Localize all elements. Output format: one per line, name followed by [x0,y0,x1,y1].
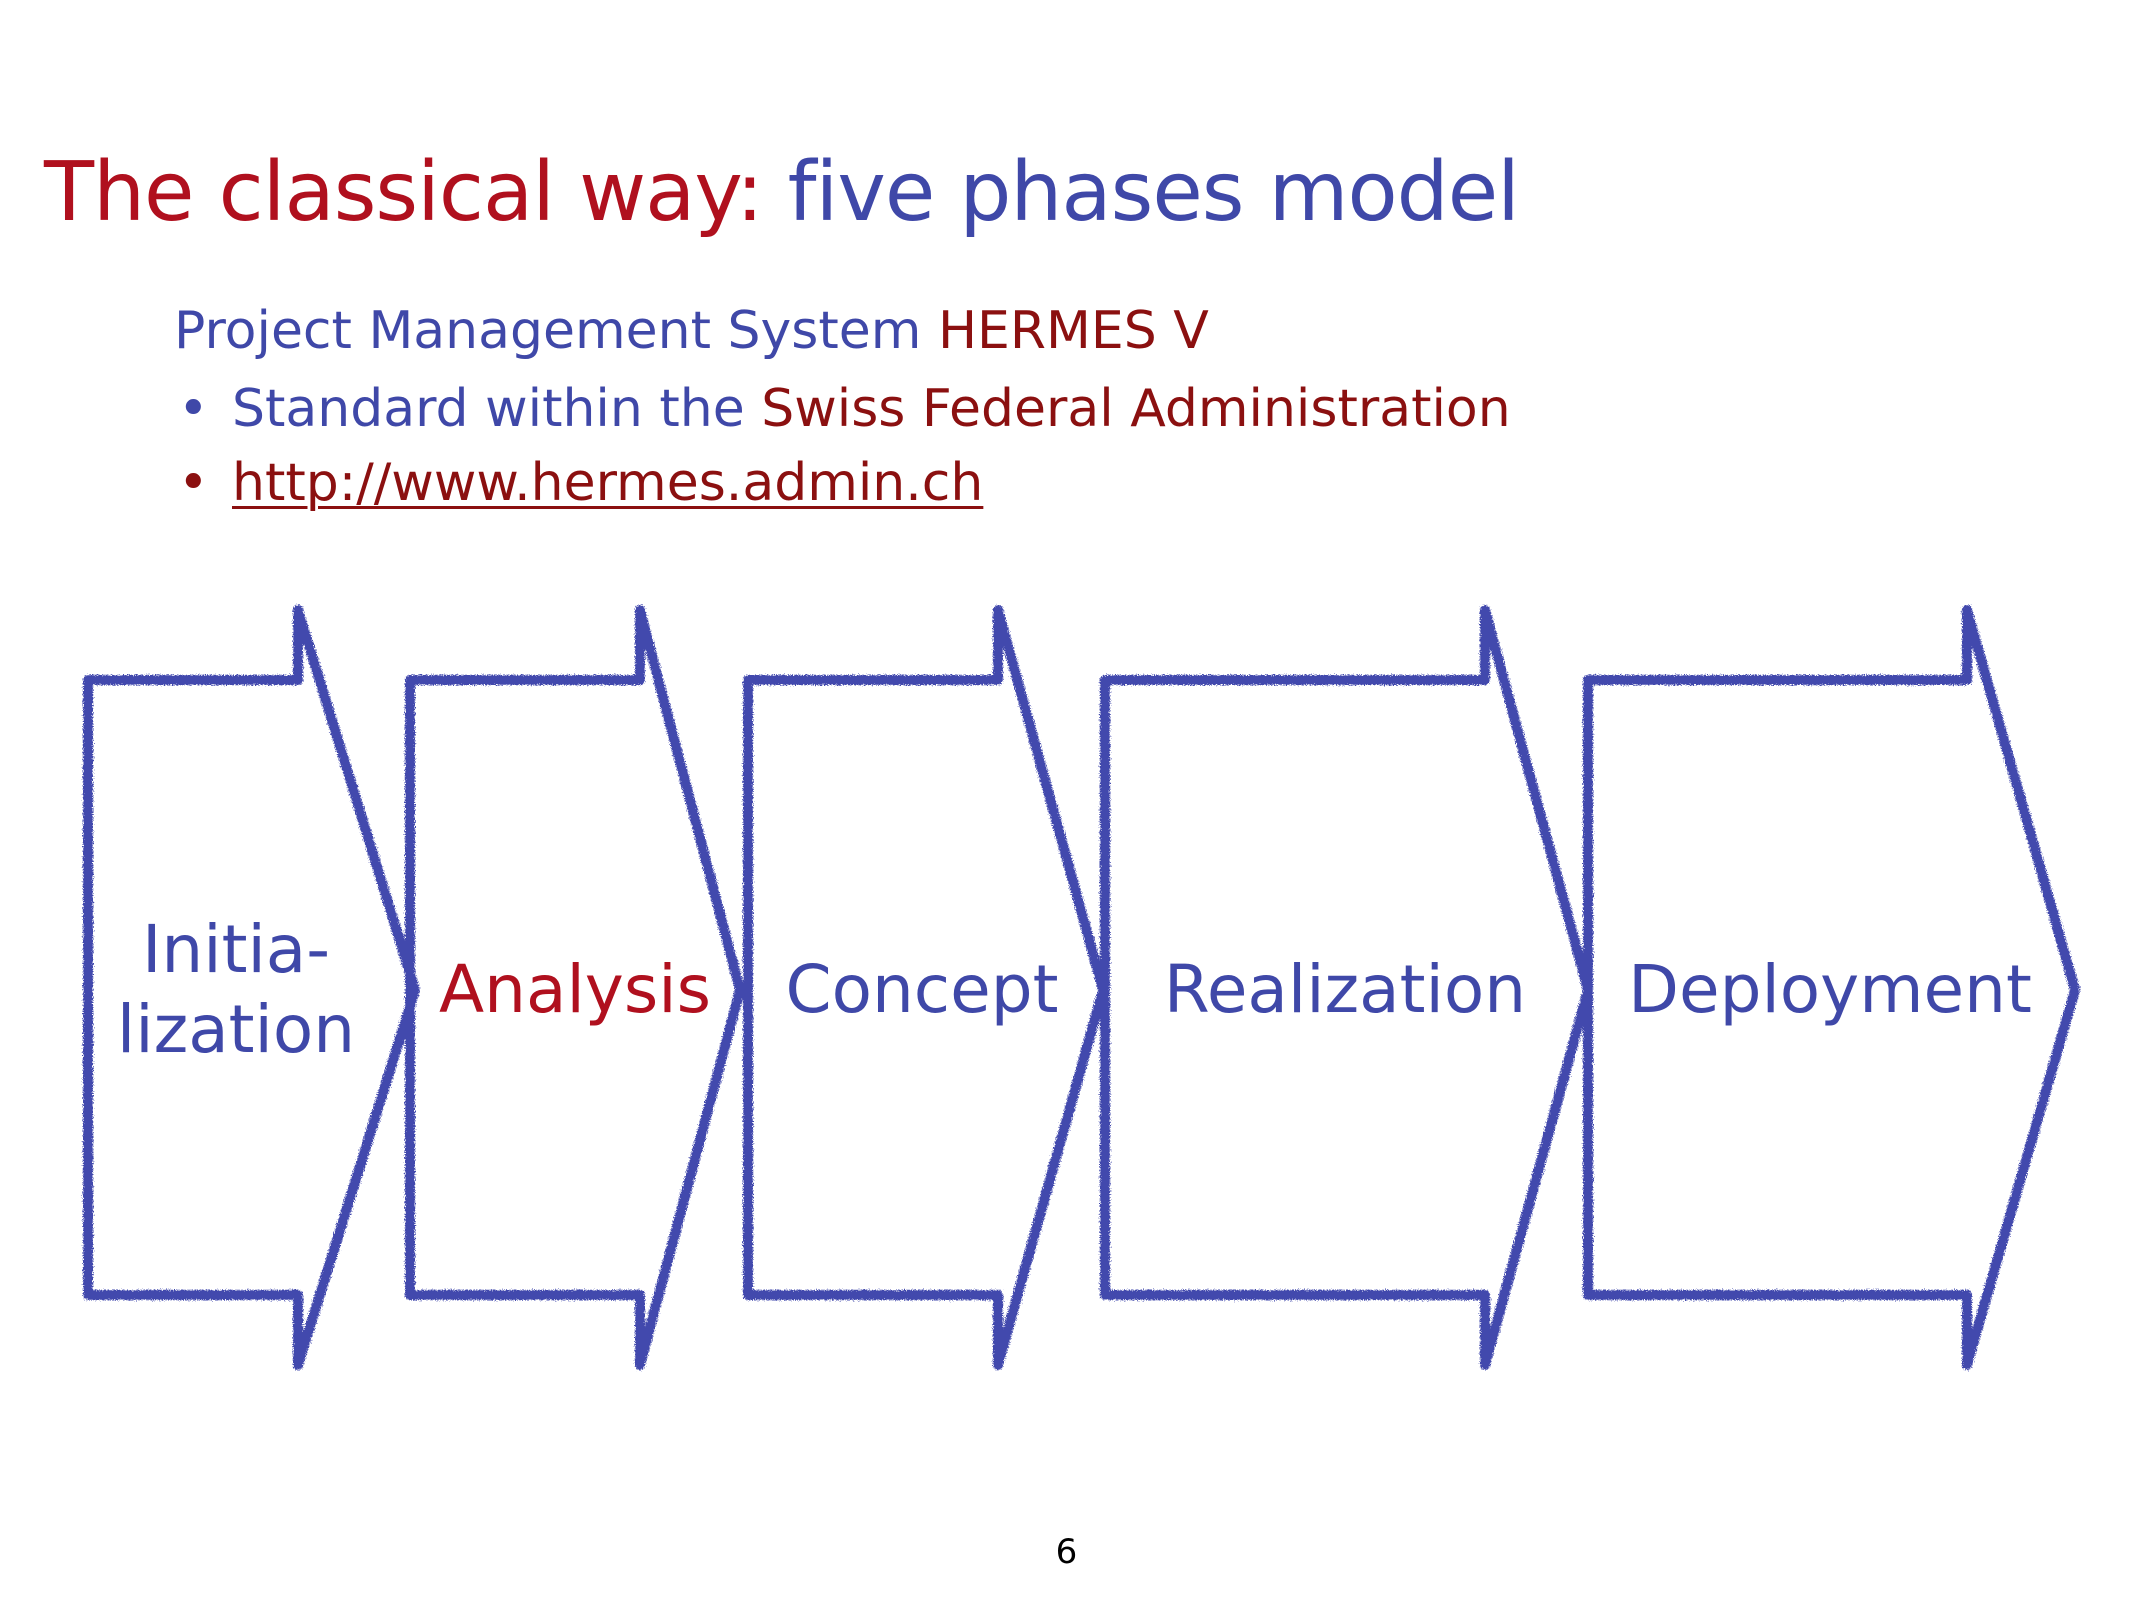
bullet-text-standard: Standard within the [232,379,762,439]
page-number: 6 [1055,1532,1078,1572]
phase-arrow [83,605,420,1370]
phase-label: Analysis [439,951,711,1028]
bullet-item-link: • http://www.hermes.admin.ch [174,446,1511,520]
phase-label-line: Deployment [1628,951,2032,1028]
phase-label-line: Concept [786,951,1059,1028]
bullet-dot: • [178,453,209,513]
title-part-model: five phases model [787,145,1520,240]
bullet-list: • Standard within the Swiss Federal Admi… [174,372,1511,520]
phase-label: Initia-lization [117,911,355,1068]
phase-label: Concept [786,951,1059,1028]
hermes-link[interactable]: http://www.hermes.admin.ch [232,453,984,513]
phase-label-line: Realization [1164,951,1526,1028]
bullet-text-administration: Swiss Federal Administration [761,379,1511,439]
phase-label-line: lization [117,991,355,1068]
subtitle: Project Management System HERMES V [174,300,1209,362]
phase-label: Deployment [1628,951,2032,1028]
phase-label: Realization [1164,951,1526,1028]
phase-arrow [1100,605,1593,1370]
bullet-dot: • [178,379,209,439]
slide-title: The classical way: five phases model [44,145,1520,240]
title-part-classical: The classical way: [44,145,788,240]
phase-arrow [743,605,1108,1370]
phase-arrow [405,605,745,1370]
subtitle-hermes: HERMES V [937,301,1209,361]
phase-arrow [1583,605,2080,1370]
phase-label-line: Initia- [142,911,330,988]
subtitle-label: Project Management System [174,301,938,361]
phase-label-line: Analysis [439,951,711,1028]
bullet-item-standard: • Standard within the Swiss Federal Admi… [174,372,1511,446]
